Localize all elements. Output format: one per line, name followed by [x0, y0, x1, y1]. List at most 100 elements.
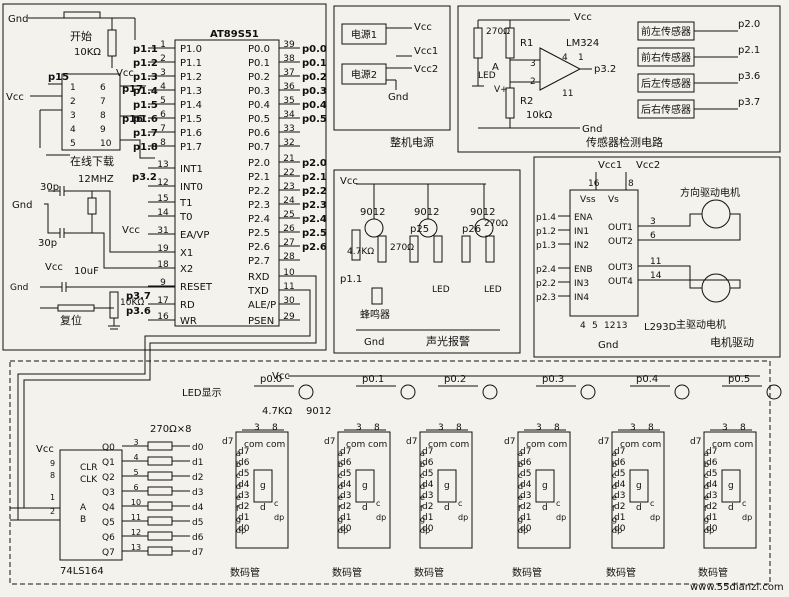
sensor-opamp-label: LM324 [566, 38, 599, 49]
pin-number: 10 [283, 268, 295, 278]
mcu-pin-p2-3: P2.3 [248, 200, 270, 211]
pin-number: 36 [283, 82, 295, 92]
download-label: 在线下载 [70, 154, 114, 168]
display-vcc: Vcc [272, 371, 290, 382]
digit-transistor-0 [298, 384, 314, 400]
alarm-r270-label: 270Ω [390, 243, 414, 253]
crystal-cap2: 30p [38, 238, 57, 249]
seg-left: d7 [504, 437, 515, 447]
watermark: www.55dianzi.com [690, 582, 784, 593]
q-num: 10 [131, 498, 141, 507]
pin-number: 24 [283, 196, 295, 206]
alarm-transistor: 9012 [470, 207, 495, 218]
shift-left-pin: 9 [50, 459, 55, 468]
mcu-pin-p2-0: P2.0 [248, 158, 270, 169]
seg-d: d [444, 503, 450, 513]
mcu-chip-label: AT89S51 [210, 29, 259, 40]
pin-number: 26 [283, 224, 295, 234]
seg-left-7: d0 [422, 524, 434, 534]
seg-right-2: c [704, 471, 708, 480]
pin-number: 11 [283, 282, 294, 292]
download-pin: 4 [70, 125, 76, 135]
drive-net-2: p0.2 [444, 374, 466, 385]
motor-title: 电机驱动 [710, 335, 754, 349]
seg-resistor [147, 546, 173, 556]
seg-left-5: d2 [614, 502, 625, 512]
pin-number: 32 [283, 138, 294, 148]
sensor-r2-label: R2 [520, 96, 533, 107]
mcu-pin-ea-vp: EA/VP [180, 230, 209, 241]
seg-left-7: d0 [340, 524, 352, 534]
net-label: p0.0 [302, 44, 327, 55]
net-label: p1.7 [133, 128, 158, 139]
digit-transistor-4 [674, 384, 690, 400]
seg-left-4: d3 [614, 491, 625, 501]
q-label: Q2 [102, 473, 115, 483]
q-label: Q5 [102, 518, 115, 528]
q-label: Q6 [102, 533, 115, 543]
seg-left-0: d7 [238, 447, 249, 457]
seg-resistor [147, 531, 173, 541]
motor-out-label: OUT3 [608, 263, 633, 273]
seg-dp: dp [650, 513, 660, 522]
mcu-pin-p0-3: P0.3 [248, 86, 270, 97]
pin-number: 35 [283, 96, 294, 106]
seg-right-6: g [420, 515, 425, 524]
net-p16: p16 [122, 114, 143, 125]
pin-number: 19 [157, 244, 169, 254]
start-resistor [107, 29, 117, 57]
seg-right-1: b [338, 460, 343, 469]
mcu-pin-txd: TXD [247, 286, 269, 297]
motor-out-num: 3 [650, 217, 656, 227]
q-num: 4 [133, 453, 138, 462]
mcu-pin-t1: T1 [179, 198, 192, 209]
mcu-pin-p1-6: P1.6 [180, 128, 202, 139]
power-vcc: Vcc [414, 22, 432, 33]
reset-res: 10KΩ [120, 298, 144, 308]
drive-net-3: p0.3 [542, 374, 564, 385]
seven-seg-4 [629, 469, 649, 503]
seg-d: d [542, 503, 548, 513]
seg-right-7: dp [612, 526, 622, 535]
pin-number: 9 [160, 278, 166, 288]
net-label: p1.2 [133, 58, 158, 69]
com-label-2: com [368, 440, 387, 450]
motor-2 [701, 273, 731, 303]
seg-right-4: e [518, 493, 523, 502]
seg-right-0: a [612, 449, 617, 458]
motor-gnd: Gnd [598, 340, 618, 351]
pin-3: 3 [722, 423, 728, 433]
seg-right-0: a [338, 449, 343, 458]
pin-number: 29 [283, 312, 295, 322]
motor-vss: Vss [580, 195, 596, 205]
seg-right-6: g [612, 515, 617, 524]
power-vcc1: Vcc1 [414, 46, 438, 57]
seg-left-2: d5 [238, 469, 249, 479]
mcu-pin-p2-6: P2.6 [248, 242, 270, 253]
mcu-pin-int0: INT0 [180, 182, 203, 193]
d-label: d2 [192, 473, 203, 483]
pin-number: 31 [157, 226, 168, 236]
pin-number: 38 [283, 54, 295, 64]
seg-right-3: d [338, 482, 343, 491]
seg-left-0: d7 [520, 447, 531, 457]
motor-top-pin: 8 [628, 179, 634, 189]
pin-number: 30 [283, 296, 295, 306]
seg-left-6: d1 [614, 513, 625, 523]
mcu-pin-p1-4: P1.4 [180, 100, 202, 111]
motor-in-net: p2.2 [536, 279, 556, 289]
alarm-r47-label: 4.7KΩ [347, 247, 374, 257]
download-pin: 6 [100, 83, 106, 93]
com-label: com [428, 440, 447, 450]
mcu-pin-psen: PSEN [248, 316, 274, 327]
shift-vcc: Vcc [36, 444, 54, 455]
pin-number: 5 [160, 96, 166, 106]
power-vcc2: Vcc2 [414, 64, 438, 75]
ea-vcc-label: Vcc [122, 225, 140, 236]
seg-c: c [458, 499, 462, 508]
sensor-pin1: 1 [578, 53, 584, 63]
pin-number: 28 [283, 252, 295, 262]
seg-left-2: d5 [520, 469, 531, 479]
net-label: p2.5 [302, 228, 327, 239]
alarm-gnd: Gnd [364, 337, 384, 348]
